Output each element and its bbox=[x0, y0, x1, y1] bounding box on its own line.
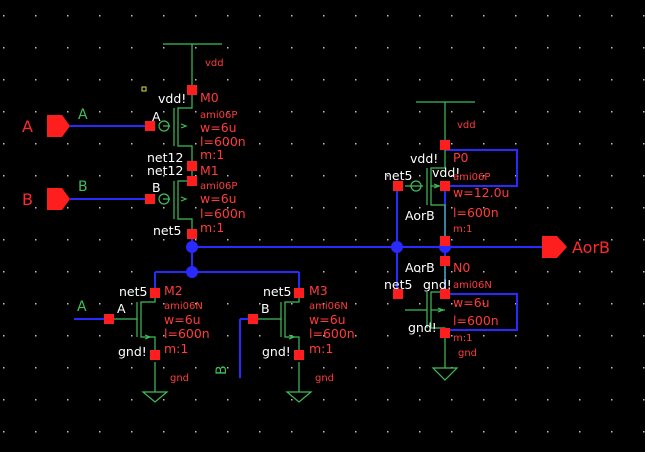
m0-pin-g: A bbox=[152, 109, 161, 124]
n0-m: m:1 bbox=[453, 333, 472, 344]
m0-l: l=600n bbox=[200, 134, 246, 149]
gnd-n0-label: gnd bbox=[458, 348, 477, 359]
m3-pin-d: net5 bbox=[263, 284, 291, 299]
m1-m: m:1 bbox=[200, 220, 224, 235]
n0-pin-b: gnd! bbox=[423, 277, 452, 292]
transistor-p0[interactable] bbox=[405, 145, 446, 240]
p0-l: l=600n bbox=[453, 205, 499, 220]
vdd-right-label: vdd bbox=[457, 120, 476, 131]
junction-net5-b bbox=[186, 266, 198, 278]
m1-pin-d: net5 bbox=[153, 223, 181, 238]
m0-pin-d: net12 bbox=[147, 150, 183, 165]
m2-pin-g: A bbox=[117, 301, 126, 316]
p0-name: P0 bbox=[453, 150, 469, 165]
m0-w: w=6u bbox=[200, 120, 237, 135]
m3-pin-s: gnd! bbox=[262, 344, 291, 359]
wire-p0-bulk[interactable] bbox=[445, 149, 518, 187]
m0-pin-s: vdd! bbox=[158, 91, 186, 106]
transistor-n0[interactable] bbox=[405, 256, 459, 381]
m0-name: M0 bbox=[200, 90, 219, 105]
m2-m: m:1 bbox=[164, 341, 188, 356]
p0-pin-s: vdd! bbox=[410, 151, 438, 166]
m3-w: w=6u bbox=[309, 312, 346, 327]
wires bbox=[70, 125, 548, 378]
wire-label-a-bottom: A bbox=[77, 299, 87, 315]
n0-name: N0 bbox=[453, 260, 470, 275]
device-symbols bbox=[112, 43, 475, 403]
n0-pin-d: AorB bbox=[405, 260, 435, 275]
junction-net5-c bbox=[391, 241, 403, 253]
vdd-left-label: vdd bbox=[205, 58, 224, 69]
transistor-m3[interactable] bbox=[256, 295, 313, 403]
selection-marker bbox=[141, 86, 147, 92]
m2-name: M2 bbox=[164, 283, 183, 298]
port-a-shape bbox=[47, 115, 70, 137]
m1-w: w=6u bbox=[200, 191, 237, 206]
n0-w: w=6u bbox=[453, 295, 490, 310]
m2-pin-s: gnd! bbox=[118, 344, 147, 359]
p0-pin-d: AorB bbox=[405, 208, 435, 223]
p0-model: ami06P bbox=[453, 172, 490, 183]
port-b-label: B bbox=[22, 190, 33, 209]
port-a[interactable]: A bbox=[22, 115, 70, 137]
n0-pin-s: gnd! bbox=[408, 320, 437, 335]
n0-model: ami06N bbox=[453, 280, 492, 291]
port-b[interactable]: B bbox=[22, 188, 70, 210]
wire-label-b: B bbox=[78, 179, 88, 195]
m1-pin-s: net12 bbox=[147, 163, 183, 178]
wire-n0-bulk[interactable] bbox=[445, 293, 518, 331]
m3-model: ami06N bbox=[309, 301, 348, 312]
transistor-m0[interactable] bbox=[158, 90, 193, 166]
junctions bbox=[186, 241, 451, 278]
port-aorb-label: AorB bbox=[572, 238, 610, 257]
wire-label-b-bottom: B bbox=[214, 365, 230, 375]
m2-w: w=6u bbox=[164, 312, 201, 327]
m1-model: ami06P bbox=[200, 181, 237, 192]
junction-net5-a bbox=[186, 241, 198, 253]
wire-label-a: A bbox=[78, 107, 88, 123]
port-aorb[interactable]: AorB bbox=[542, 236, 610, 258]
vdd-right-symbol bbox=[416, 101, 475, 140]
m0-m: m:1 bbox=[200, 147, 224, 162]
pins bbox=[104, 85, 450, 360]
port-b-shape bbox=[47, 188, 70, 210]
m2-model: ami06N bbox=[164, 301, 203, 312]
m3-l: l=600n bbox=[309, 326, 355, 341]
transistor-m2[interactable] bbox=[112, 295, 169, 403]
vdd-left-symbol bbox=[163, 43, 222, 88]
m3-name: M3 bbox=[309, 283, 328, 298]
p0-m: m:1 bbox=[453, 224, 472, 235]
m1-l: l=600n bbox=[200, 206, 246, 221]
gnd-m2-label: gnd bbox=[170, 373, 189, 384]
n0-l: l=600n bbox=[453, 313, 499, 328]
port-a-label: A bbox=[22, 117, 33, 136]
n0-pin-g: net5 bbox=[384, 277, 412, 292]
p0-pin-b: vdd! bbox=[432, 165, 460, 180]
m2-l: l=600n bbox=[164, 326, 210, 341]
m3-pin-g: B bbox=[261, 301, 270, 316]
m0-model: ami06P bbox=[200, 110, 237, 121]
p0-pin-g: net5 bbox=[384, 168, 412, 183]
m3-m: m:1 bbox=[309, 341, 333, 356]
gnd-m3-label: gnd bbox=[315, 373, 334, 384]
m1-pin-g: B bbox=[152, 180, 161, 195]
m1-name: M1 bbox=[200, 163, 219, 178]
m2-pin-d: net5 bbox=[119, 284, 147, 299]
p0-w: w=12.0u bbox=[453, 185, 509, 200]
port-aorb-shape bbox=[542, 236, 567, 258]
